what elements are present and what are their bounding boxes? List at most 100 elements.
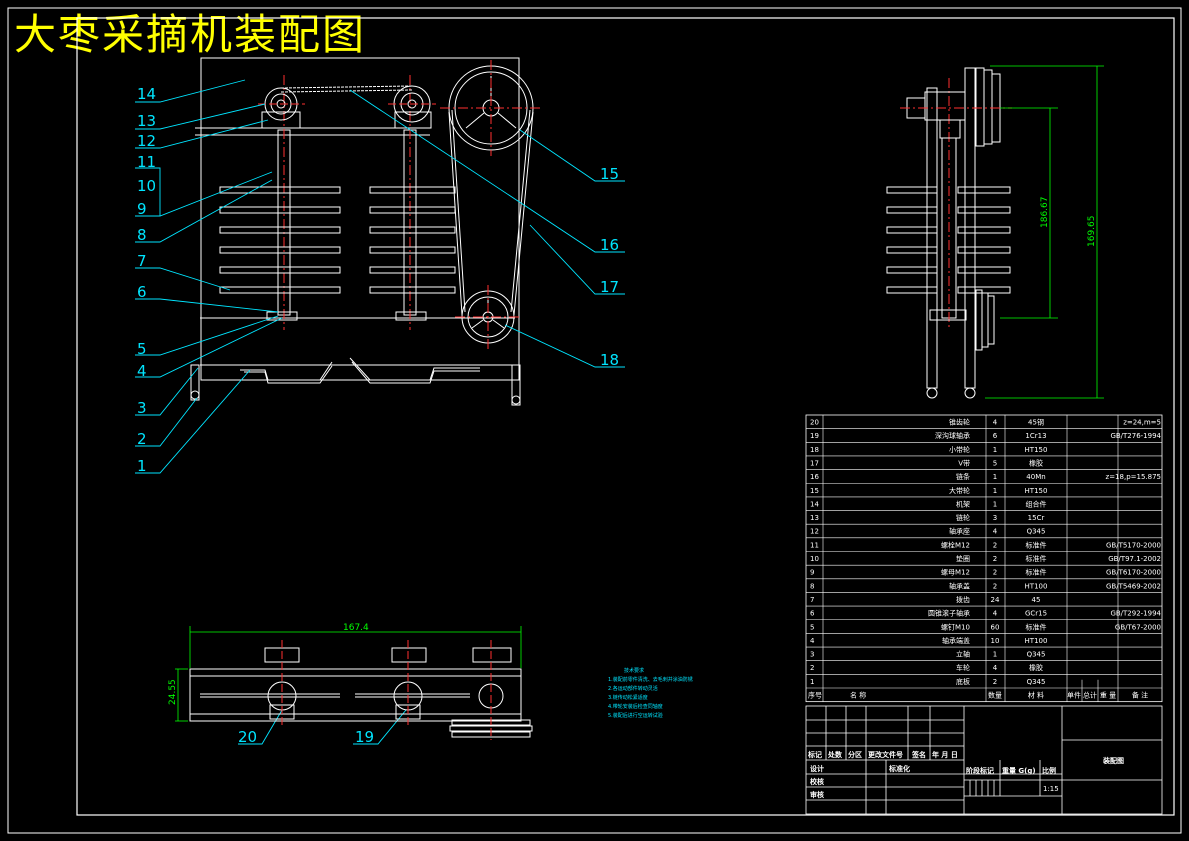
bom-header-single: 单件: [1067, 691, 1081, 700]
bom-name: 螺栓M12: [941, 540, 970, 549]
bom-name: 螺钉M10: [941, 622, 970, 631]
bom-name: 链轮: [956, 513, 970, 522]
tb-weight: 重量 G(g): [1002, 766, 1036, 775]
bom-no: 18: [810, 446, 819, 454]
title-block-text: 标记 处数 分区 更改文件号 签名 年 月 日 设计 标准化 校核 审核 阶段标…: [807, 750, 1124, 799]
notes-title: 技术要求: [624, 667, 644, 674]
callout-14: 14: [137, 85, 156, 103]
bom-frame: [805, 414, 1163, 703]
side-view: [886, 67, 1012, 399]
bom-no: 13: [810, 514, 819, 522]
bom-material: Q345: [1027, 678, 1046, 686]
bom-qty: 24: [991, 596, 1000, 604]
bom-no: 10: [810, 555, 819, 563]
bom-no: 16: [810, 473, 819, 481]
tb-zone: 分区: [848, 750, 862, 759]
side-dimensions: [985, 65, 1104, 399]
bom-no: 12: [810, 528, 819, 536]
note-line-5: 5.装配后进行空运转试验: [608, 712, 663, 719]
bom-no: 20: [810, 419, 819, 427]
bom-material: 橡胶: [1029, 458, 1043, 467]
front-callout-labels: 14 13 12 11 10 9 8 7 6 5 4 3 2 1 15 16 1…: [137, 85, 619, 746]
callout-4: 4: [137, 362, 147, 380]
bom-qty: 2: [993, 555, 997, 563]
bom-material: 橡胶: [1029, 663, 1043, 672]
bom-material: 15Cr: [1028, 514, 1045, 522]
tb-change-doc: 更改文件号: [868, 750, 903, 759]
tb-scale-label: 比例: [1042, 766, 1056, 775]
callout-12: 12: [137, 132, 156, 150]
bom-standard: GB/T276-1994: [1110, 432, 1161, 440]
bom-no: 15: [810, 487, 819, 495]
bom-name: 圆锥滚子轴承: [928, 609, 970, 618]
bom-standard: GB/T292-1994: [1110, 610, 1161, 618]
bom-name: 轴承端盖: [942, 636, 970, 645]
bom-material: Q345: [1027, 528, 1046, 536]
tb-stage: 阶段标记: [966, 766, 994, 775]
callout-1: 1: [137, 457, 147, 475]
bom-no: 9: [810, 569, 814, 577]
outer-border: [7, 7, 1182, 834]
bom-qty: 1: [993, 446, 997, 454]
tb-standard: 标准化: [888, 764, 910, 773]
bom-material: 组合件: [1026, 499, 1047, 508]
bom-qty: 4: [993, 528, 998, 536]
front-view: [190, 57, 542, 406]
bom-qty: 3: [993, 514, 997, 522]
bom-no: 3: [810, 651, 814, 659]
bom-qty: 5: [993, 459, 997, 467]
bom-header-name: 名 称: [850, 691, 866, 700]
bom-material: 40Mn: [1026, 473, 1045, 481]
bom-standard: GB/T5469-2002: [1106, 582, 1161, 590]
bom-name: 拨齿: [956, 595, 970, 604]
bom-qty: 4: [993, 610, 998, 618]
bom-no: 19: [810, 432, 819, 440]
bom-material: 45钢: [1028, 418, 1044, 427]
top-view: [189, 640, 533, 740]
bom-standard: GB/T5170-2000: [1106, 541, 1161, 549]
bom-name: 大带轮: [949, 486, 970, 495]
callout-17: 17: [600, 278, 619, 296]
bom-standard: GB/T97.1-2002: [1108, 555, 1161, 563]
bom-name: 机架: [956, 499, 970, 508]
bom-no: 14: [810, 500, 819, 508]
callout-8: 8: [137, 226, 147, 244]
bom-header-remark: 备 注: [1132, 691, 1148, 700]
bom-no: 8: [810, 582, 814, 590]
bom-no: 2: [810, 664, 814, 672]
callout-18: 18: [600, 351, 619, 369]
top-dimensions: [175, 626, 522, 722]
note-line-4: 4.带轮安装后检查同轴度: [608, 703, 663, 710]
bom-qty: 10: [991, 637, 1000, 645]
bom-no: 1: [810, 678, 814, 686]
bom-material: Q345: [1027, 651, 1046, 659]
callout-7: 7: [137, 252, 147, 270]
bom-qty: 1: [993, 500, 997, 508]
callout-3: 3: [137, 399, 147, 417]
callout-13: 13: [137, 112, 156, 130]
bom-name: 底板: [956, 677, 970, 686]
tb-sign: 签名: [911, 750, 926, 759]
inner-border: [76, 17, 1175, 816]
callout-15: 15: [600, 165, 619, 183]
tb-mark: 标记: [807, 750, 822, 759]
bom-name: 深沟球轴承: [935, 431, 970, 440]
bom-material: HT100: [1025, 637, 1048, 645]
bom-name: 车轮: [956, 663, 970, 672]
tb-scale: 1:15: [1043, 785, 1059, 793]
dim-167-4: 167.4: [343, 623, 369, 633]
bom-header-total: 总计: [1083, 691, 1097, 700]
bom-no: 11: [810, 541, 819, 549]
bom-material: 标准件: [1026, 568, 1047, 577]
tb-review: 审核: [810, 790, 824, 799]
bom-name: V带: [958, 459, 970, 467]
bom-standard: z=18,p=15.875: [1106, 473, 1161, 481]
bom-qty: 1: [993, 487, 997, 495]
callout-10: 10: [137, 177, 156, 195]
bom-name: 立轴: [956, 650, 970, 659]
bom-qty: 1: [993, 473, 997, 481]
bom-name: 轴承座: [949, 527, 970, 536]
note-line-3: 3.链传动松紧适度: [608, 694, 648, 701]
